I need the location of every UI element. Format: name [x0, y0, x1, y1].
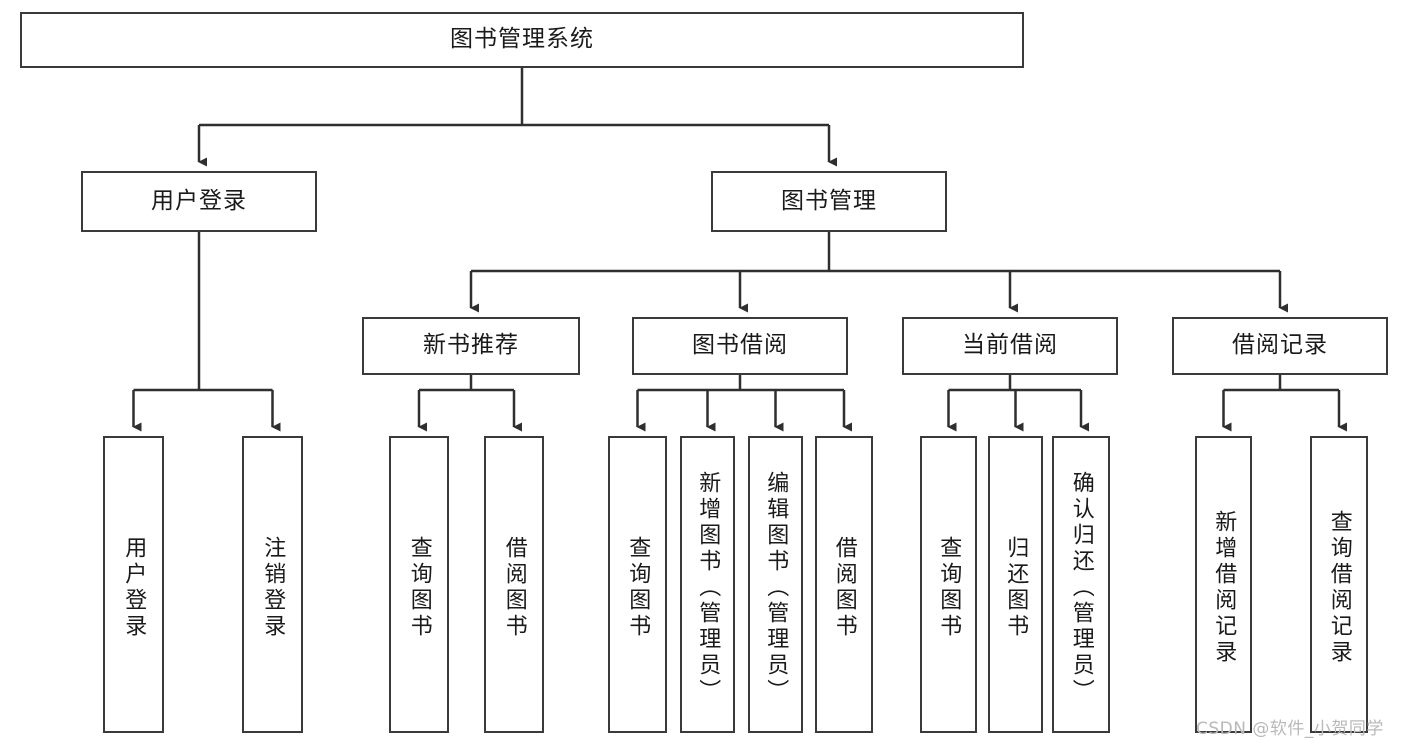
- node-label: 查询图书: [625, 535, 651, 640]
- node-label: 新增借阅记录: [1211, 509, 1237, 666]
- node-leaf_6[interactable]: 新增图书（管理员）: [680, 436, 735, 733]
- node-label: 借阅图书: [831, 535, 857, 640]
- node-label: 新书推荐: [423, 332, 519, 359]
- node-label: 用户登录: [121, 535, 147, 640]
- node-leaf_1[interactable]: 用户登录: [103, 436, 164, 733]
- node-root[interactable]: 图书管理系统: [20, 12, 1024, 68]
- node-label: 注销登录: [260, 535, 286, 640]
- node-leaf_7[interactable]: 编辑图书（管理员）: [748, 436, 803, 733]
- node-l2_2[interactable]: 图书管理: [711, 171, 947, 232]
- node-l3_3[interactable]: 当前借阅: [902, 317, 1118, 375]
- node-leaf_5[interactable]: 查询图书: [608, 436, 667, 733]
- node-l2_1[interactable]: 用户登录: [81, 171, 317, 232]
- node-label: 图书管理系统: [450, 26, 594, 53]
- node-leaf_3[interactable]: 查询图书: [389, 436, 449, 733]
- node-label: 查询借阅记录: [1326, 509, 1352, 666]
- node-label: 确认归还（管理员）: [1068, 470, 1094, 705]
- node-leaf_4[interactable]: 借阅图书: [484, 436, 544, 733]
- node-leaf_9[interactable]: 查询图书: [920, 436, 977, 733]
- node-label: 借阅记录: [1232, 332, 1328, 359]
- node-label: 图书借阅: [692, 332, 788, 359]
- node-label: 用户登录: [151, 187, 247, 214]
- node-leaf_12[interactable]: 新增借阅记录: [1195, 436, 1252, 733]
- node-label: 查询图书: [936, 535, 962, 640]
- node-label: 新增图书（管理员）: [695, 470, 721, 705]
- node-label: 查询图书: [406, 535, 432, 640]
- node-label: 当前借阅: [962, 332, 1058, 359]
- node-label: 借阅图书: [501, 535, 527, 640]
- node-label: 编辑图书（管理员）: [763, 470, 789, 705]
- connector-lines: [132, 68, 1347, 432]
- node-leaf_8[interactable]: 借阅图书: [815, 436, 873, 733]
- node-leaf_13[interactable]: 查询借阅记录: [1310, 436, 1368, 733]
- node-leaf_11[interactable]: 确认归还（管理员）: [1052, 436, 1110, 733]
- node-leaf_10[interactable]: 归还图书: [988, 436, 1043, 733]
- node-label: 图书管理: [781, 187, 877, 214]
- watermark-text: CSDN @软件_小贺同学: [1196, 719, 1384, 739]
- node-l3_1[interactable]: 新书推荐: [362, 317, 580, 375]
- node-label: 归还图书: [1003, 535, 1029, 640]
- node-leaf_2[interactable]: 注销登录: [242, 436, 303, 733]
- node-l3_4[interactable]: 借阅记录: [1172, 317, 1388, 375]
- node-l3_2[interactable]: 图书借阅: [632, 317, 848, 375]
